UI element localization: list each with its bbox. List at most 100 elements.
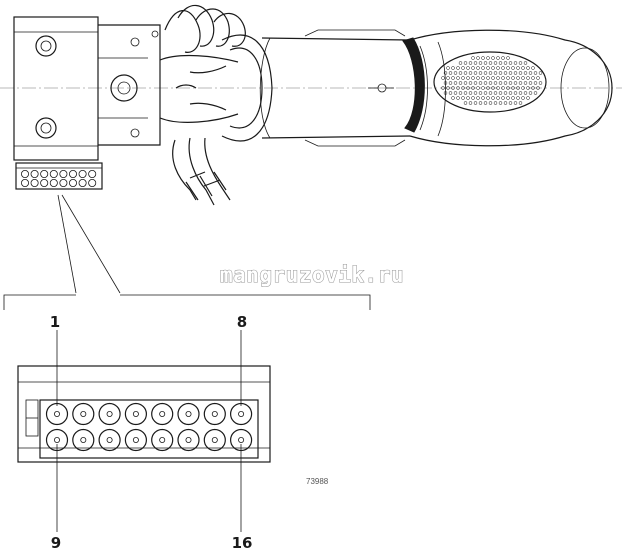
watermark-text: mangruzovik.ru — [220, 263, 404, 287]
knurl-dot — [473, 101, 478, 105]
connector-pin-2 — [72, 402, 95, 426]
knurl-dot — [463, 61, 468, 65]
knurl-dot — [508, 71, 513, 75]
knurl-dot — [483, 71, 488, 75]
pin-field — [39, 399, 259, 459]
knurl-dot — [521, 76, 525, 80]
knurl-dot — [476, 66, 480, 70]
knurl-dot — [523, 81, 528, 85]
small-connector-pin — [88, 169, 97, 178]
knurl-dot — [493, 71, 498, 75]
knurl-dot — [538, 71, 543, 75]
knurl-dot — [503, 81, 508, 85]
knurl-dot — [488, 101, 493, 105]
knurl-dot — [471, 86, 475, 90]
knurl-dot — [488, 61, 493, 65]
knurl-dot — [443, 91, 448, 95]
small-connector-pin — [49, 169, 58, 178]
knurl-dot — [521, 66, 525, 70]
small-connector-pin — [69, 169, 78, 178]
knurl-dot — [441, 86, 445, 90]
knurl-dot — [468, 101, 473, 105]
pin-label-8: 8 — [237, 313, 247, 331]
knurl-dot — [486, 96, 490, 100]
knurl-dot — [521, 96, 525, 100]
connector-pin-8 — [230, 402, 253, 426]
knurl-dot — [456, 86, 460, 90]
knurl-dot — [481, 96, 485, 100]
knurl-dot — [496, 86, 500, 90]
knurl-dot — [503, 71, 508, 75]
knurl-dot — [501, 66, 505, 70]
knurl-dot — [463, 91, 468, 95]
switch-body — [98, 24, 161, 146]
knurl-dot — [498, 81, 503, 85]
knurl-dot — [501, 96, 505, 100]
knurl-dot — [478, 81, 483, 85]
connector-pin-15 — [203, 428, 226, 452]
knurl-dot — [456, 96, 460, 100]
pivot-boss — [110, 74, 138, 102]
knurl-dot — [513, 61, 518, 65]
knurl-dot — [451, 96, 455, 100]
knurl-dot — [468, 61, 473, 65]
knurl-dot — [506, 56, 510, 60]
drawing-reference-code: 73988 — [306, 477, 329, 486]
knurl-dot — [508, 101, 513, 105]
small-connector-pin — [49, 178, 58, 187]
connector-pin-5 — [151, 402, 174, 426]
knurl-dot — [503, 61, 508, 65]
pin-label-1: 1 — [50, 313, 60, 331]
small-connector-pin — [40, 178, 49, 187]
small-connector-pin — [20, 178, 29, 187]
connector-pin-10 — [72, 428, 95, 452]
knurl-dot — [493, 81, 498, 85]
knurl-dot — [473, 71, 478, 75]
knurl-dot — [446, 66, 450, 70]
knurl-dot — [501, 56, 505, 60]
connector-pin-12 — [124, 428, 147, 452]
knurl-dot — [468, 71, 473, 75]
knurl-dot — [458, 91, 463, 95]
knurl-dot — [511, 86, 515, 90]
knurl-dot — [488, 81, 493, 85]
knurl-dot — [523, 91, 528, 95]
knurl-dot — [486, 66, 490, 70]
knurl-dot — [448, 71, 453, 75]
knurl-dot — [478, 71, 483, 75]
knurl-dot — [528, 71, 533, 75]
knurl-dot — [456, 66, 460, 70]
knurl-dot — [493, 91, 498, 95]
knurl-dot — [506, 66, 510, 70]
small-connector-pin — [20, 169, 29, 178]
knurl-dot — [476, 56, 480, 60]
connector-pinout: 1 8 9 16 — [17, 313, 271, 552]
knurl-dot — [496, 66, 500, 70]
knurl-dot — [511, 96, 515, 100]
knurl-dot — [483, 91, 488, 95]
pin-label-16: 16 — [232, 534, 253, 552]
knurl-dot — [466, 86, 470, 90]
knurl-dot — [481, 86, 485, 90]
knurl-dot — [481, 66, 485, 70]
small-connector-pin — [88, 178, 97, 187]
leader-lines — [3, 194, 371, 310]
knurl-dot — [446, 76, 450, 80]
knurl-dot — [481, 56, 485, 60]
knurl-dot — [496, 76, 500, 80]
knurl-dot — [453, 71, 458, 75]
knurl-dot — [488, 71, 493, 75]
knurl-dot — [491, 76, 495, 80]
knurl-dot — [491, 56, 495, 60]
stalk-lever-tube — [259, 29, 411, 147]
knurl-dot — [516, 96, 520, 100]
knurl-dot — [468, 91, 473, 95]
connector-housing — [17, 365, 271, 463]
knurl-dot — [501, 86, 505, 90]
small-connector-pin — [59, 178, 68, 187]
knurl-dot — [493, 101, 498, 105]
knurl-dot — [441, 76, 445, 80]
knurl-dot — [443, 71, 448, 75]
knurl-dot — [476, 76, 480, 80]
knurl-dot — [513, 81, 518, 85]
